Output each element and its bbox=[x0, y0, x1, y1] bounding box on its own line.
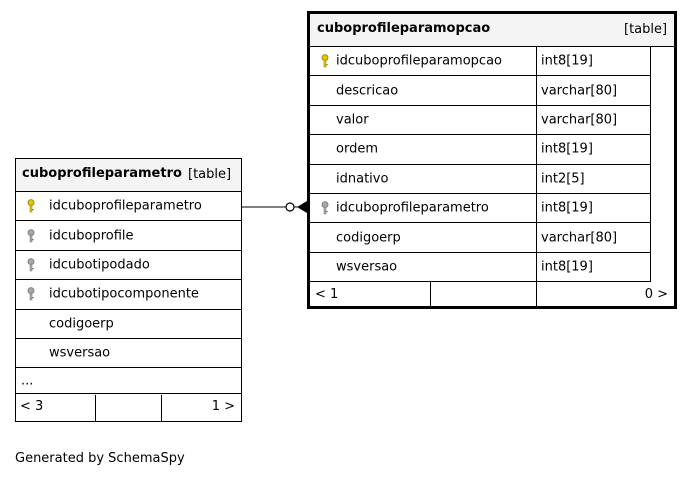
column-name: idcuboprofileparametro bbox=[336, 200, 489, 216]
crowfoot-arrow bbox=[297, 201, 307, 213]
foreign-key-icon bbox=[26, 228, 36, 243]
column-row[interactable]: idcubotipocomponente bbox=[16, 280, 241, 310]
column-name: idcubotipodado bbox=[49, 257, 150, 273]
column-name: wsversao bbox=[49, 345, 111, 361]
column-row[interactable]: valor varchar[80] bbox=[310, 106, 650, 136]
table-type-label: [table] bbox=[624, 22, 668, 37]
more-columns-row[interactable]: ... bbox=[16, 368, 241, 395]
column-name: idcuboprofileparametro bbox=[49, 198, 202, 214]
column-row[interactable]: idnativo int2[5] bbox=[310, 165, 650, 194]
column-row[interactable]: idcuboprofileparametro int8[19] bbox=[310, 194, 650, 224]
primary-key-icon bbox=[320, 54, 330, 68]
table-name[interactable]: cuboprofileparamopcao bbox=[317, 21, 491, 36]
column-name: codigoerp bbox=[336, 230, 401, 246]
table-footer: < 3 1 > bbox=[16, 395, 241, 421]
optional-circle bbox=[285, 202, 295, 212]
column-type: varchar[80] bbox=[541, 83, 618, 99]
column-name: idcubotipocomponente bbox=[49, 286, 199, 302]
column-row[interactable]: wsversao int8[19] bbox=[310, 253, 650, 283]
column-row[interactable]: codigoerp varchar[80] bbox=[310, 223, 650, 253]
column-name: idcuboprofile bbox=[49, 228, 134, 244]
table-type-label: [table] bbox=[188, 167, 232, 182]
table-cuboprofileparamopcao[interactable]: cuboprofileparamopcao [table] idcuboprof… bbox=[307, 11, 677, 309]
column-type: varchar[80] bbox=[541, 112, 618, 128]
foreign-key-icon bbox=[26, 287, 36, 301]
footer-segment bbox=[431, 282, 537, 309]
parents-count[interactable]: < 3 bbox=[20, 399, 44, 414]
children-count[interactable]: 0 > bbox=[644, 287, 668, 302]
column-type: int8[19] bbox=[541, 259, 593, 275]
footer-segment: < 1 bbox=[310, 282, 431, 309]
column-row[interactable]: idcuboprofileparamopcao int8[19] bbox=[310, 47, 650, 77]
more-columns-label: ... bbox=[21, 373, 34, 389]
table-header: cuboprofileparamopcao [table] bbox=[310, 14, 674, 47]
generated-by-label: Generated by SchemaSpy bbox=[15, 451, 185, 466]
column-row[interactable]: idcubotipodado bbox=[16, 251, 241, 281]
foreign-key-icon bbox=[26, 258, 36, 272]
column-type: int2[5] bbox=[541, 171, 585, 187]
column-name: descricao bbox=[336, 83, 399, 99]
table-header: cuboprofileparametro [table] bbox=[16, 159, 241, 192]
column-row[interactable]: idcuboprofileparametro bbox=[16, 192, 241, 222]
footer-segment bbox=[96, 395, 162, 421]
column-name: idnativo bbox=[336, 171, 389, 187]
column-type: int8[19] bbox=[541, 141, 593, 157]
column-row[interactable]: idcuboprofile bbox=[16, 221, 241, 251]
column-type: int8[19] bbox=[541, 53, 593, 69]
children-count[interactable]: 1 > bbox=[211, 399, 235, 414]
table-footer: < 1 0 > bbox=[310, 282, 674, 309]
column-type: int8[19] bbox=[541, 200, 593, 216]
column-row[interactable]: codigoerp bbox=[16, 310, 241, 339]
table-name[interactable]: cuboprofileparametro bbox=[22, 166, 182, 181]
column-row[interactable]: wsversao bbox=[16, 339, 241, 369]
right-column-divider bbox=[650, 47, 651, 282]
column-name: wsversao bbox=[336, 259, 398, 275]
type-column-divider bbox=[536, 47, 537, 282]
column-type: varchar[80] bbox=[541, 230, 618, 246]
column-name: idcuboprofileparamopcao bbox=[336, 53, 502, 69]
column-row[interactable]: descricao varchar[80] bbox=[310, 76, 650, 106]
footer-segment: < 3 bbox=[16, 395, 96, 421]
table-cuboprofileparametro[interactable]: cuboprofileparametro [table] idcuboprofi… bbox=[15, 158, 242, 422]
primary-key-icon bbox=[26, 199, 36, 213]
column-name: ordem bbox=[336, 141, 378, 157]
column-name: valor bbox=[336, 112, 369, 128]
column-name: codigoerp bbox=[49, 316, 114, 332]
column-row[interactable]: ordem int8[19] bbox=[310, 135, 650, 165]
foreign-key-icon bbox=[320, 201, 330, 215]
parents-count[interactable]: < 1 bbox=[315, 287, 339, 302]
